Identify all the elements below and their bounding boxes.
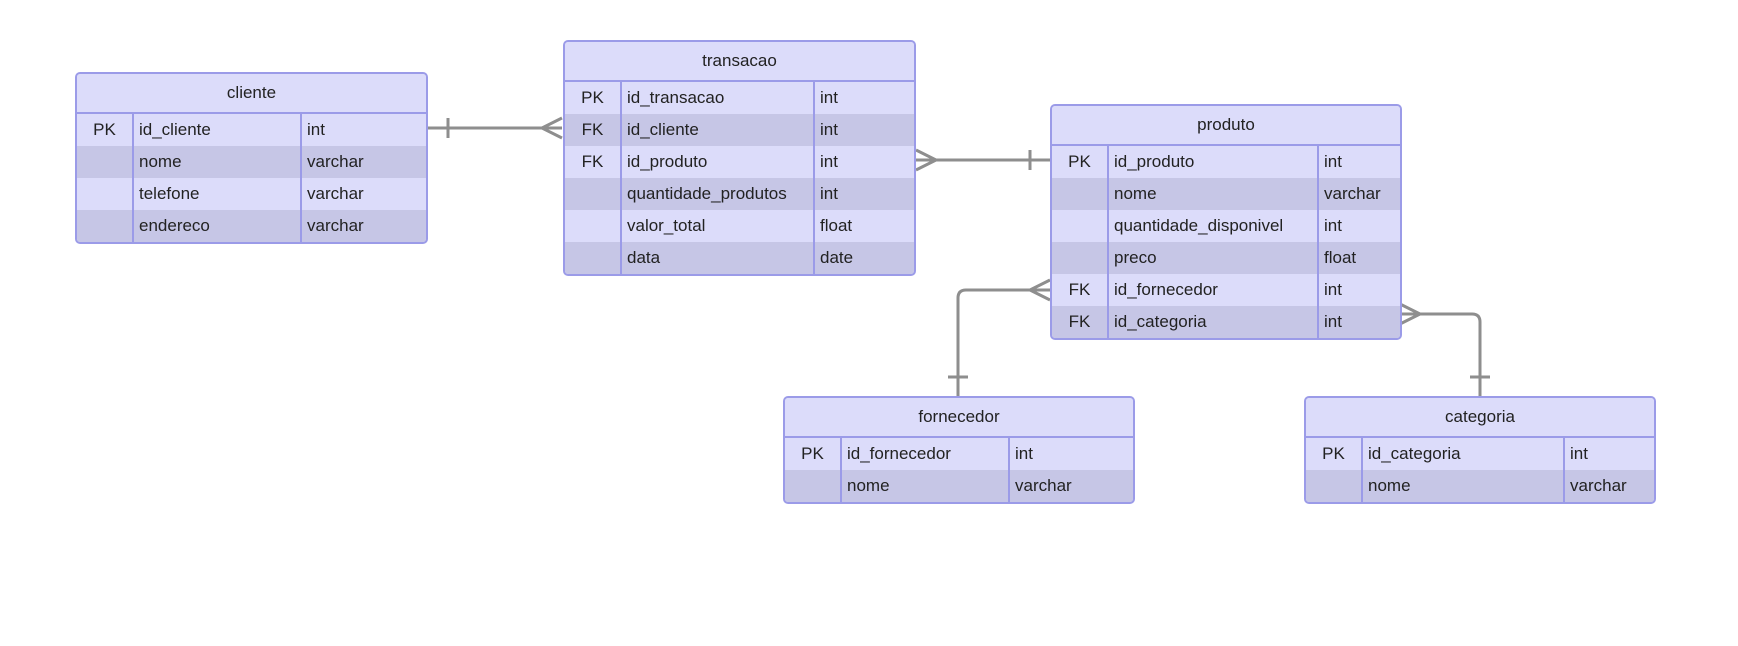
column-name: nome: [1363, 470, 1565, 502]
column-name: telefone: [134, 178, 302, 210]
key-cell: [77, 178, 134, 210]
column-name: id_produto: [622, 146, 815, 178]
column-type: float: [1324, 248, 1357, 267]
table-row[interactable]: endereco varchar: [77, 210, 426, 242]
key-cell: [77, 210, 134, 242]
column-name: preco: [1109, 242, 1319, 274]
key-cell: [77, 146, 134, 178]
column-type: int: [820, 152, 838, 171]
entity-title: categoria: [1306, 398, 1654, 438]
key-cell: PK: [1052, 146, 1109, 178]
column-name: valor_total: [622, 210, 815, 242]
column-type: int: [307, 120, 325, 139]
entity-title: fornecedor: [785, 398, 1133, 438]
column-name: id_categoria: [1363, 438, 1565, 470]
column-name: id_produto: [1109, 146, 1319, 178]
column-type: int: [1570, 444, 1588, 463]
key-cell: FK: [565, 114, 622, 146]
key-cell: [1052, 178, 1109, 210]
key-cell: [785, 470, 842, 502]
key-cell: FK: [565, 146, 622, 178]
column-type: int: [1324, 312, 1342, 331]
column-name: id_fornecedor: [842, 438, 1010, 470]
column-name: id_cliente: [622, 114, 815, 146]
many-marker: [1399, 302, 1422, 326]
table-row[interactable]: preco float: [1052, 242, 1400, 274]
column-name: nome: [134, 146, 302, 178]
key-cell: PK: [785, 438, 842, 470]
key-cell: FK: [1052, 306, 1109, 338]
relationship-produto-categoria[interactable]: [1399, 302, 1490, 396]
column-type: varchar: [307, 184, 364, 203]
column-type: varchar: [1015, 476, 1072, 495]
column-name: id_transacao: [622, 82, 815, 114]
table-row[interactable]: nome varchar: [1306, 470, 1654, 502]
key-cell: PK: [1306, 438, 1363, 470]
column-name: quantidade_produtos: [622, 178, 815, 210]
column-type: int: [1324, 280, 1342, 299]
column-type: int: [1015, 444, 1033, 463]
column-name: quantidade_disponivel: [1109, 210, 1319, 242]
key-cell: [1306, 470, 1363, 502]
key-cell: [1052, 210, 1109, 242]
column-type: date: [820, 248, 854, 267]
relationship-transacao-produto[interactable]: [915, 148, 1050, 172]
column-name: nome: [842, 470, 1010, 502]
column-name: id_fornecedor: [1109, 274, 1319, 306]
table-row[interactable]: quantidade_disponivel int: [1052, 210, 1400, 242]
key-cell: [1052, 242, 1109, 274]
column-type: int: [820, 120, 838, 139]
entity-title: produto: [1052, 106, 1400, 146]
key-cell: PK: [77, 114, 134, 146]
key-cell: [565, 210, 622, 242]
table-row[interactable]: quantidade_produtos int: [565, 178, 914, 210]
key-cell: PK: [565, 82, 622, 114]
column-type: int: [1324, 152, 1342, 171]
table-row[interactable]: nome varchar: [785, 470, 1133, 502]
key-cell: [565, 242, 622, 274]
column-type: varchar: [1324, 184, 1381, 203]
entity-title: transacao: [565, 42, 914, 82]
column-type: varchar: [1570, 476, 1627, 495]
column-name: id_categoria: [1109, 306, 1319, 338]
table-row[interactable]: valor_total float: [565, 210, 914, 242]
many-marker: [540, 116, 563, 140]
column-type: int: [1324, 216, 1342, 235]
entity-title: cliente: [77, 74, 426, 114]
many-marker: [915, 148, 938, 172]
table-row[interactable]: telefone varchar: [77, 178, 426, 210]
table-row[interactable]: nome varchar: [77, 146, 426, 178]
relationship-cliente-transacao[interactable]: [428, 116, 563, 140]
column-type: float: [820, 216, 853, 235]
many-marker: [1028, 278, 1051, 302]
table-row[interactable]: data date: [565, 242, 914, 274]
relationship-produto-fornecedor[interactable]: [948, 278, 1051, 396]
column-name: data: [622, 242, 815, 274]
key-cell: [565, 178, 622, 210]
column-type: varchar: [307, 216, 364, 235]
table-row[interactable]: nome varchar: [1052, 178, 1400, 210]
column-name: nome: [1109, 178, 1319, 210]
column-name: id_cliente: [134, 114, 302, 146]
key-cell: FK: [1052, 274, 1109, 306]
column-type: int: [820, 88, 838, 107]
column-type: int: [820, 184, 838, 203]
column-name: endereco: [134, 210, 302, 242]
column-type: varchar: [307, 152, 364, 171]
